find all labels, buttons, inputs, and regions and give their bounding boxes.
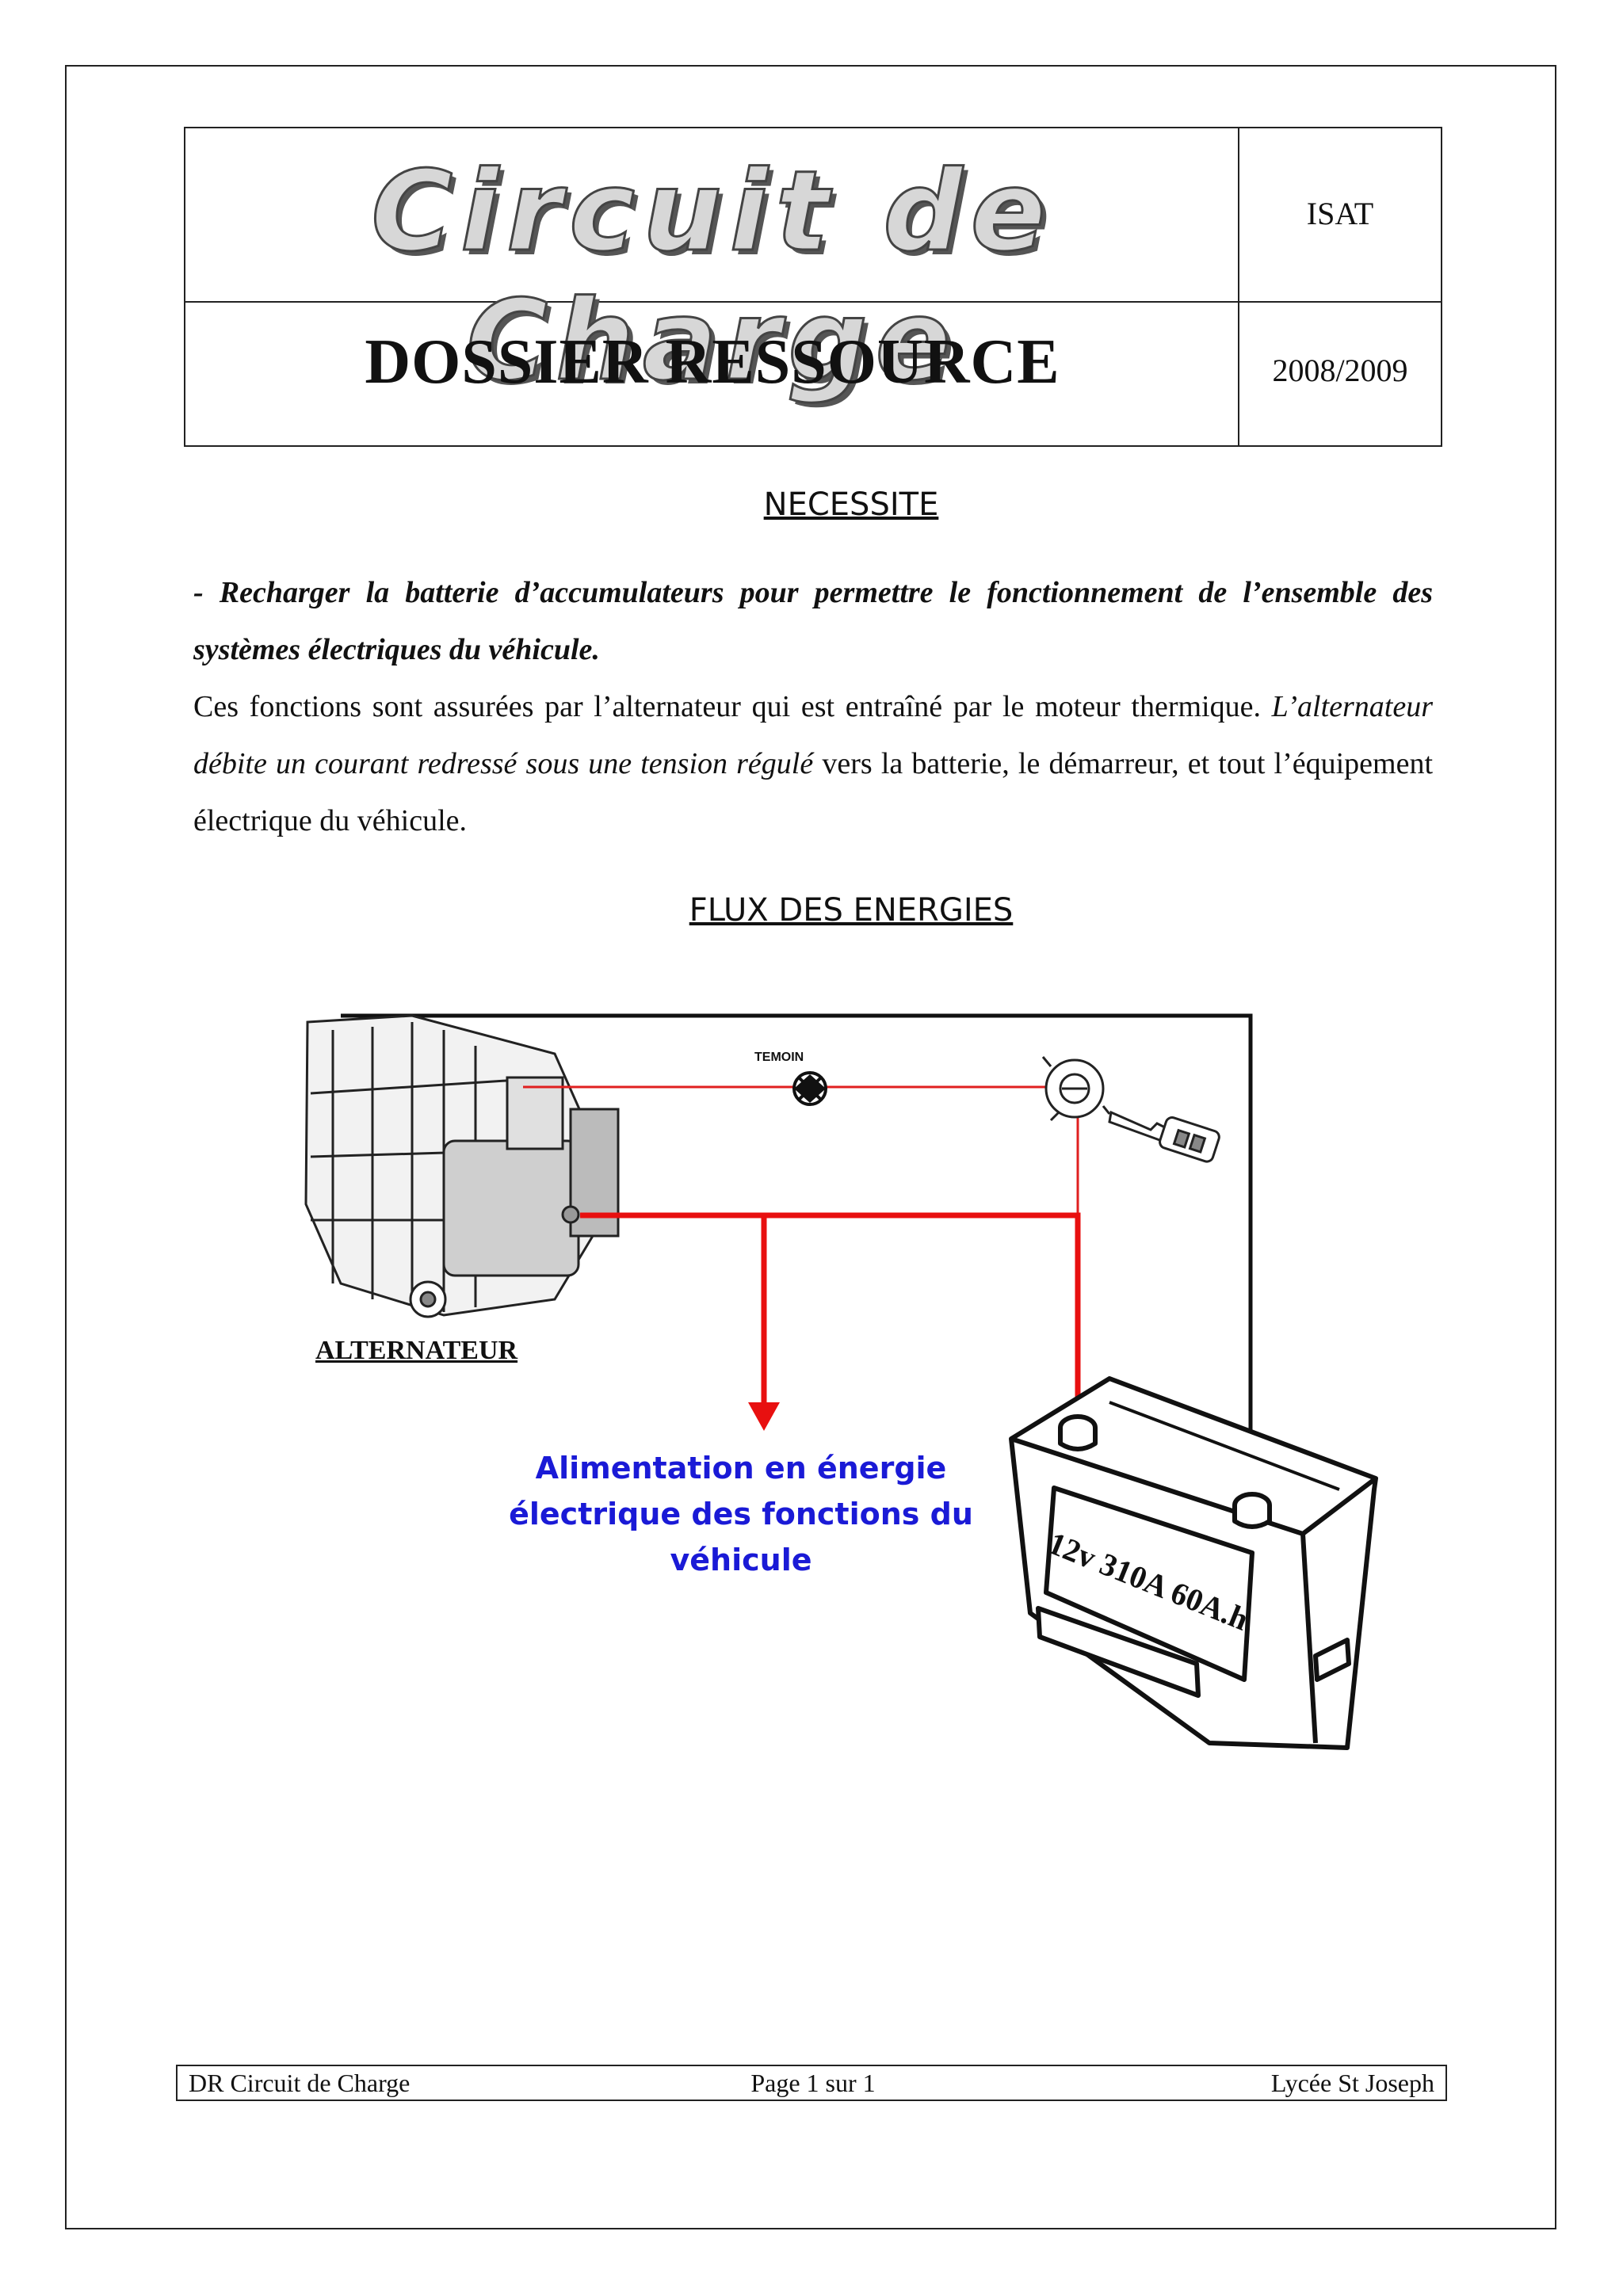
- school-code: ISAT: [1306, 196, 1374, 231]
- power-wire: [580, 1212, 1081, 1418]
- output-arrow-icon: [748, 1402, 780, 1431]
- page-frame: [65, 65, 1556, 2229]
- battery-drawing: [1009, 1376, 1378, 1750]
- footer-document-name: DR Circuit de Charge: [189, 2069, 411, 2097]
- function-text-italic: L’alternateur débite un courant redressé…: [193, 690, 1434, 780]
- function-text-1: Ces fonctions sont assurées par l’altern…: [193, 690, 1261, 723]
- section-title-necessite: NECESSITE: [763, 486, 939, 523]
- header-title-cell: Circuit de Charge: [185, 128, 1239, 407]
- function-description: Ces fonctions sont assurées par l’altern…: [193, 678, 1433, 849]
- necessity-statement: - Recharger la batterie d’accumulateurs …: [193, 576, 1433, 666]
- ground-wire: [341, 1013, 1253, 1505]
- section-title-flux: FLUX DES ENERGIES: [689, 892, 1014, 929]
- key-icon: [1108, 1110, 1220, 1163]
- document-title: Circuit de Charge: [370, 147, 1054, 407]
- warning-lamp-label: TEMOIN: [754, 1051, 804, 1064]
- page-footer: DR Circuit de Charge Page 1 sur 1 Lycée …: [176, 2065, 1447, 2101]
- header-subtitle-cell: DOSSIER RESSOURCE: [185, 303, 1239, 445]
- alternator-drawing: [304, 1014, 620, 1318]
- header-year-cell: 2008/2009: [1239, 303, 1441, 445]
- alternator-label: ALTERNATEUR: [315, 1336, 518, 1365]
- ignition-switch-icon: [1041, 1056, 1111, 1122]
- output-description: Alimentation en énergie électrique des f…: [509, 1451, 973, 1577]
- footer-page-number: Page 1 sur 1: [750, 2069, 876, 2097]
- function-text-2: vers la batterie, le démarreur, et tout …: [193, 747, 1434, 837]
- warning-lamp-icon: [792, 1071, 827, 1106]
- footer-school-name: Lycée St Joseph: [1270, 2069, 1434, 2097]
- document-header: Circuit de Charge ISAT DOSSIER RESSOURCE…: [184, 127, 1442, 447]
- document-subtitle: DOSSIER RESSOURCE: [365, 327, 1060, 397]
- school-year: 2008/2009: [1272, 353, 1408, 388]
- header-school-cell: ISAT: [1239, 128, 1441, 303]
